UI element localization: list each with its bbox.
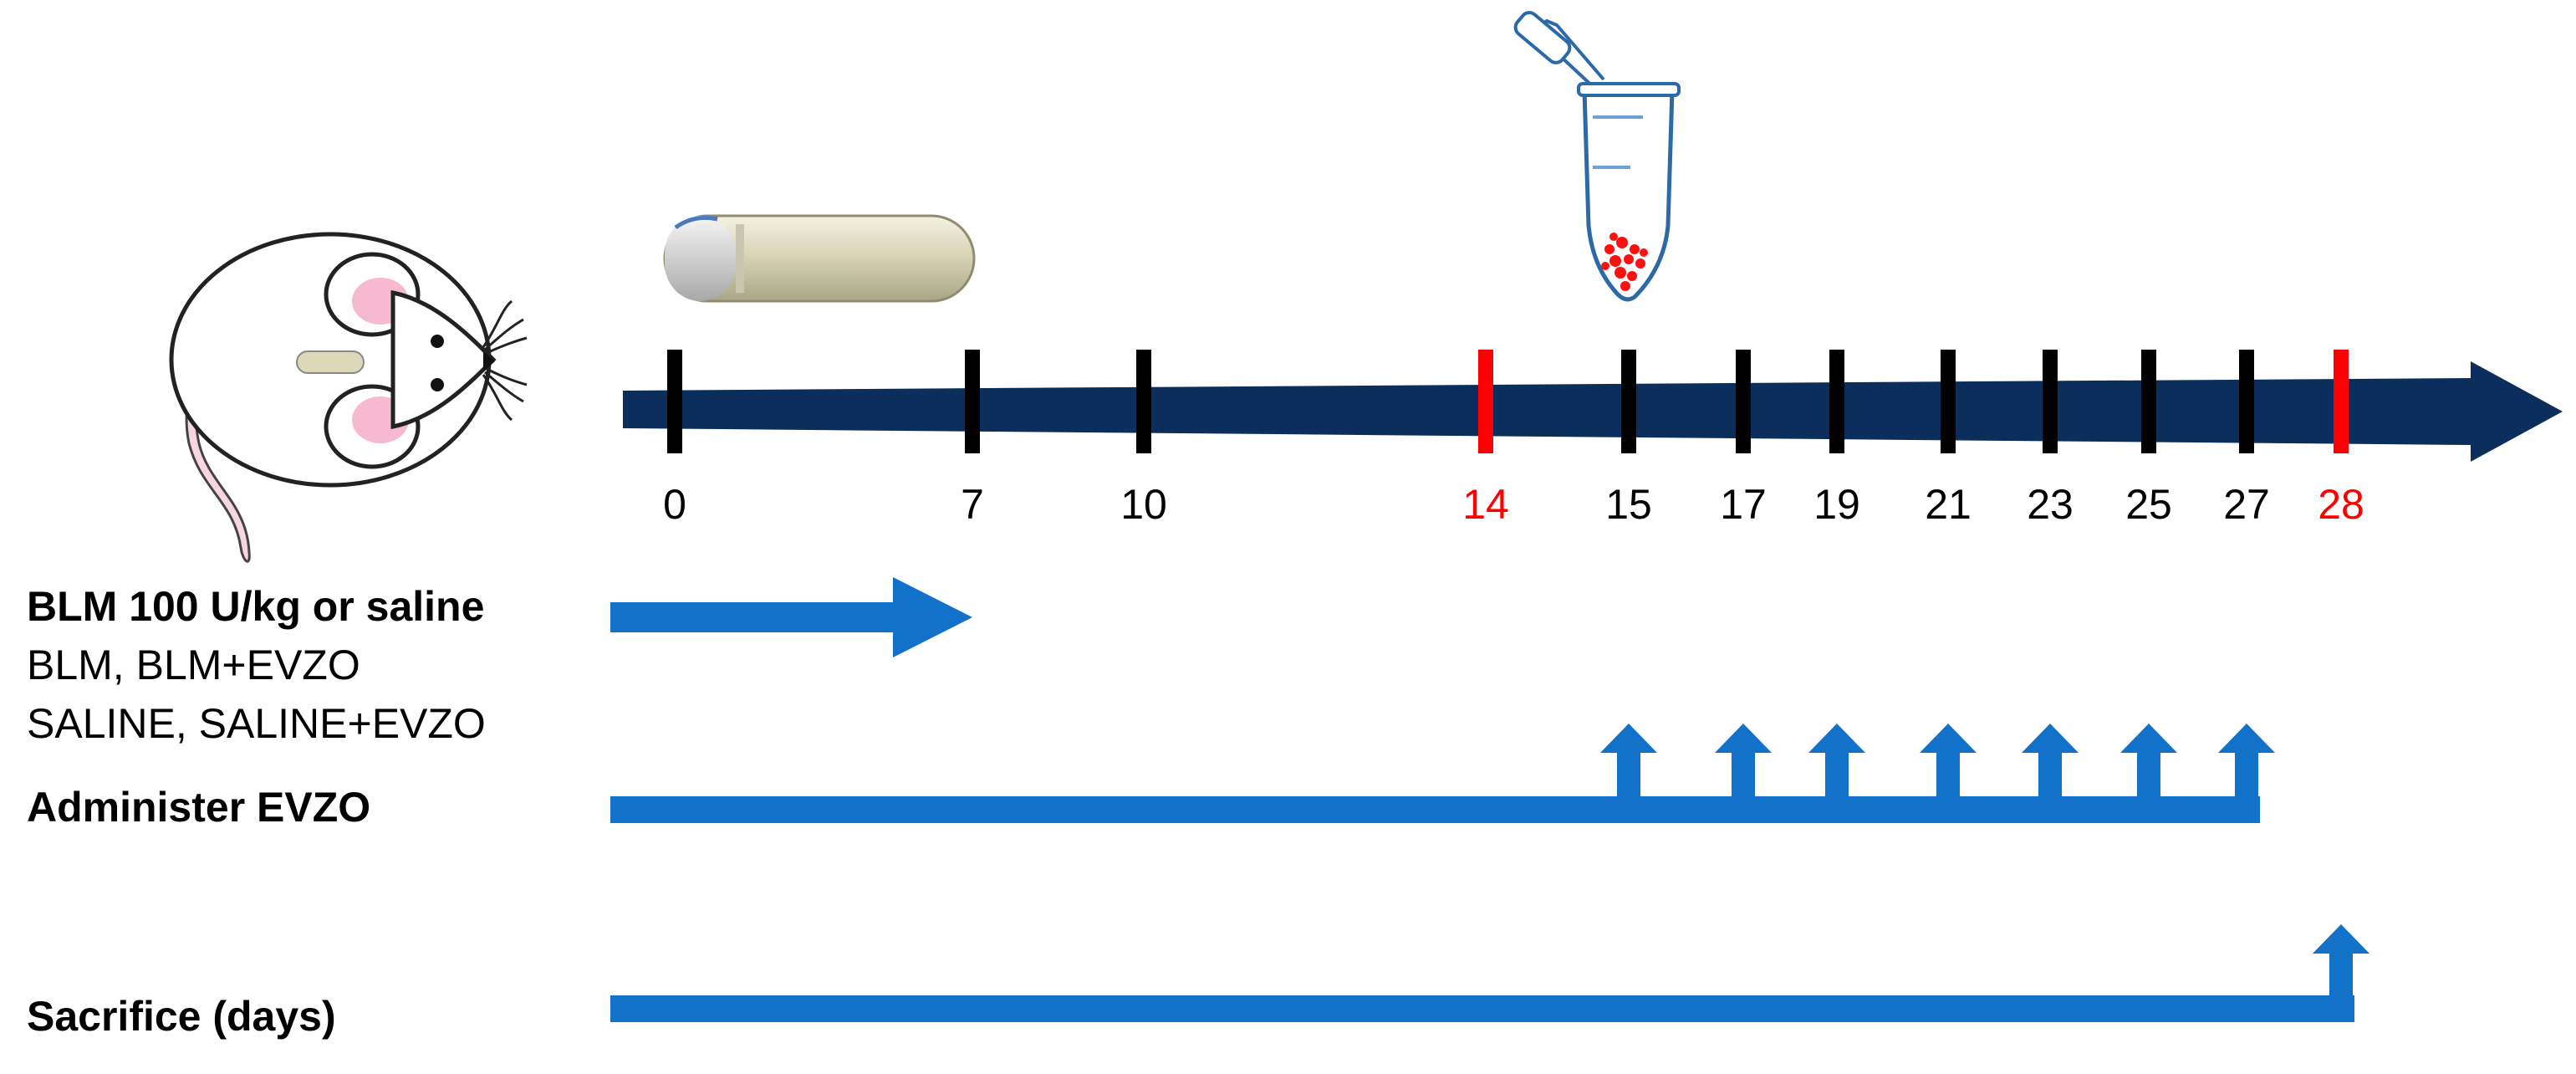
sacrifice-arrow-day-28 [2313,924,2369,1009]
evzo-dose-arrow-day-15 [1600,724,1657,810]
tick-day-7 [965,350,980,453]
tick-day-17 [1736,350,1751,453]
evzo-dose-arrow-day-17 [1715,724,1772,810]
mouse-icon [169,232,528,563]
tick-label-day-17: 17 [1720,481,1767,528]
tick-label-day-15: 15 [1605,481,1652,528]
evzo-dose-arrow-day-25 [2120,724,2177,810]
tick-day-14 [1478,350,1493,453]
tick-day-15 [1621,350,1636,453]
sacrifice-bracket-bar [610,995,2354,1022]
tick-label-day-10: 10 [1120,481,1167,528]
blm-administration-arrow [610,577,972,657]
evzo-dose-arrow-day-19 [1808,724,1865,810]
tick-day-27 [2239,350,2254,453]
tick-day-0 [667,350,682,453]
evzo-dose-arrow-day-23 [2022,724,2079,810]
tick-label-day-25: 25 [2125,481,2172,528]
tick-label-day-27: 27 [2223,481,2270,528]
osmotic-pump-icon [663,214,976,303]
evzo-dose-arrow-day-21 [1920,724,1977,810]
tick-label-day-14: 14 [1462,481,1509,528]
tick-label-day-28: 28 [2318,481,2364,528]
tick-day-23 [2043,350,2058,453]
tick-day-25 [2141,350,2156,453]
timeline-tick-labels: 0 7 10 14 15 17 19 21 23 25 27 28 [663,481,2364,528]
blm-groups-line-1: BLM, BLM+EVZO [27,642,360,688]
sacrifice-row-title: Sacrifice (days) [27,993,336,1040]
tick-label-day-7: 7 [961,481,984,528]
blm-groups-line-2: SALINE, SALINE+EVZO [27,700,486,747]
tick-day-28 [2334,350,2349,453]
tick-day-10 [1136,350,1151,453]
blm-row-title: BLM 100 U/kg or saline [27,583,484,630]
sacrifice-bracket [610,924,2369,1022]
tick-label-day-23: 23 [2027,481,2074,528]
sample-tube-icon [1513,11,1681,302]
tick-day-19 [1829,350,1844,453]
tick-day-21 [1941,350,1956,453]
evzo-bracket-bar [610,796,2260,823]
evzo-dosing-bracket [610,724,2275,823]
evzo-dose-arrow-day-27 [2218,724,2275,810]
timeline-axis-arrow [623,361,2563,462]
tick-label-day-19: 19 [1813,481,1860,528]
tick-label-day-0: 0 [663,481,686,528]
timeline-axis [623,361,2563,462]
evzo-row-title: Administer EVZO [27,784,370,831]
tick-label-day-21: 21 [1925,481,1972,528]
timeline-ticks [667,350,2349,453]
